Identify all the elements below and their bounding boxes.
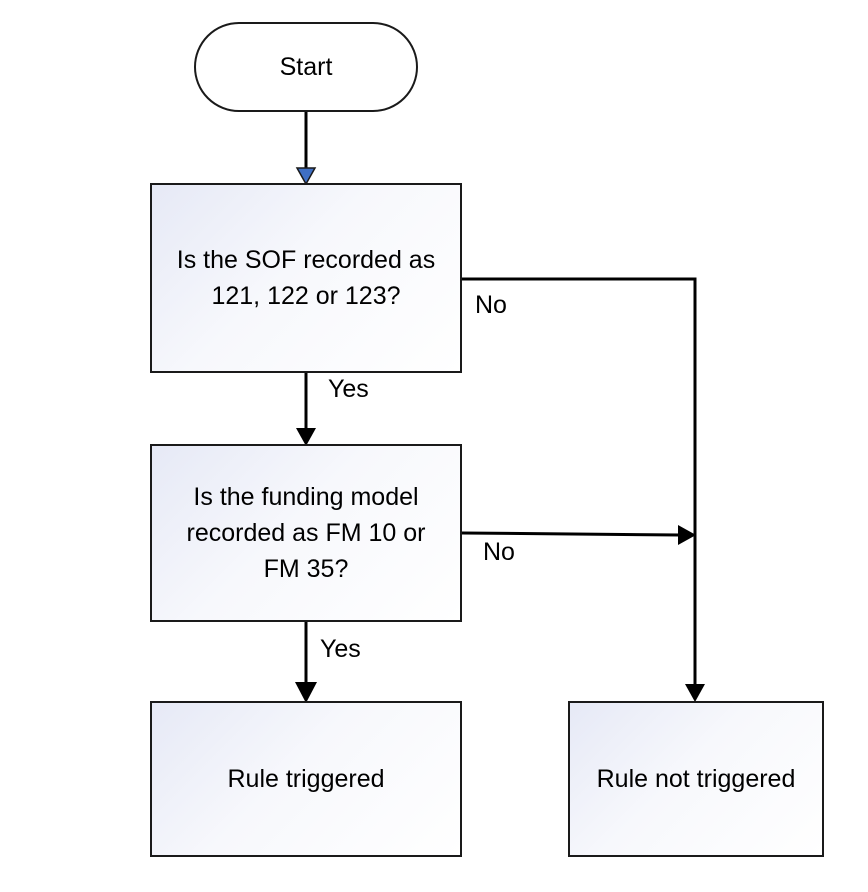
outcome-rule-triggered-box: Rule triggered: [150, 701, 462, 857]
edge-label-fm-no: No: [483, 538, 515, 566]
outcome-rule-not-triggered-label: Rule not triggered: [596, 765, 796, 793]
start-terminal: Start: [194, 22, 418, 112]
edge-label-sof-no: No: [475, 291, 507, 319]
decision-funding-model-box: Is the funding model recorded as FM 10 o…: [150, 444, 462, 622]
edge-label-fm-yes: Yes: [320, 635, 361, 663]
arrowhead-sof-yes: [296, 428, 316, 446]
arrowhead-fm-yes: [295, 682, 317, 703]
decision-sof-label: Is the SOF recorded as 121, 122 or 123?: [176, 246, 436, 310]
decision-sof-box: Is the SOF recorded as 121, 122 or 123?: [150, 183, 462, 373]
connector-sof-no: [462, 277, 697, 686]
start-label: Start: [279, 53, 333, 81]
arrowhead-sof-no: [685, 684, 705, 702]
arrowhead-fm-no: [678, 525, 696, 545]
decision-funding-model-label: Is the funding model recorded as FM 10 o…: [186, 483, 426, 583]
outcome-rule-triggered-label: Rule triggered: [227, 765, 385, 793]
connector-fm-no: [461, 531, 681, 537]
edge-label-sof-yes: Yes: [328, 375, 369, 403]
arrowhead-start-to-sof: [295, 167, 317, 186]
outcome-rule-not-triggered-box: Rule not triggered: [568, 701, 824, 857]
